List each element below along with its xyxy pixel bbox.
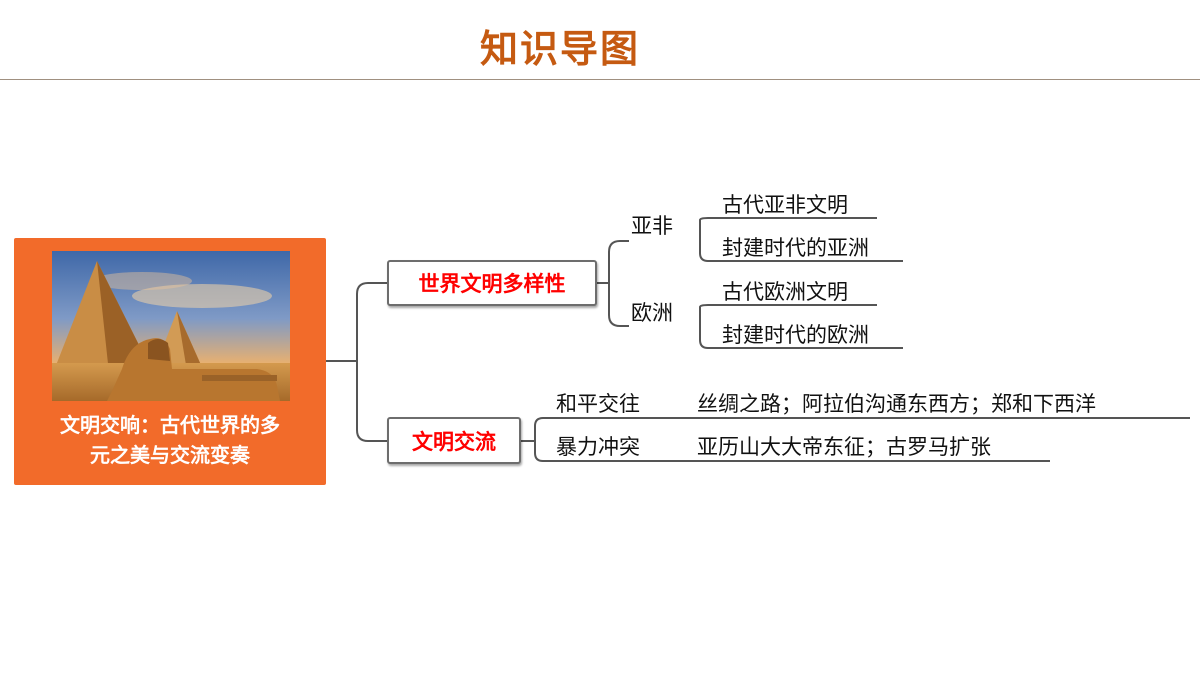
leaf-ancient-europe[interactable]: 古代欧洲文明: [722, 280, 848, 304]
branch-civilization-exchange[interactable]: 文明交流: [387, 417, 521, 464]
branch-label: 文明交流: [412, 429, 496, 454]
title-divider: [0, 79, 1200, 80]
asia-connector: [699, 217, 903, 262]
leaf-feudal-asia[interactable]: 封建时代的亚洲: [722, 236, 869, 260]
branch1-connector: [597, 240, 629, 327]
row-detail-peaceful-exchange[interactable]: 丝绸之路；阿拉伯沟通东西方；郑和下西洋: [697, 392, 1096, 416]
central-label-line1: 文明交响：古代世界的多: [60, 413, 280, 437]
row-detail-violent-conflict[interactable]: 亚历山大大帝东征；古罗马扩张: [697, 435, 991, 459]
row-label-violent-conflict[interactable]: 暴力冲突: [556, 435, 640, 459]
branch-world-civilization-diversity[interactable]: 世界文明多样性: [387, 260, 597, 306]
leaf-ancient-asia-africa[interactable]: 古代亚非文明: [722, 193, 848, 217]
leaf-feudal-europe[interactable]: 封建时代的欧洲: [722, 323, 869, 347]
trunk-connector: [356, 282, 387, 442]
branch2-connector: [521, 417, 1190, 462]
page-title: 知识导图: [479, 27, 640, 71]
row-label-peaceful-exchange[interactable]: 和平交往: [556, 392, 640, 416]
group-europe[interactable]: 欧洲: [631, 301, 673, 325]
pyramid-sphinx-image: [52, 251, 290, 401]
central-topic-label: 文明交响：古代世界的多 元之美与交流变奏: [22, 410, 318, 470]
group-asia-africa[interactable]: 亚非: [631, 214, 673, 238]
branch-label: 世界文明多样性: [418, 272, 566, 296]
central-label-line2: 元之美与交流变奏: [90, 443, 250, 467]
europe-connector: [699, 304, 903, 349]
central-topic[interactable]: 文明交响：古代世界的多 元之美与交流变奏: [14, 238, 326, 485]
